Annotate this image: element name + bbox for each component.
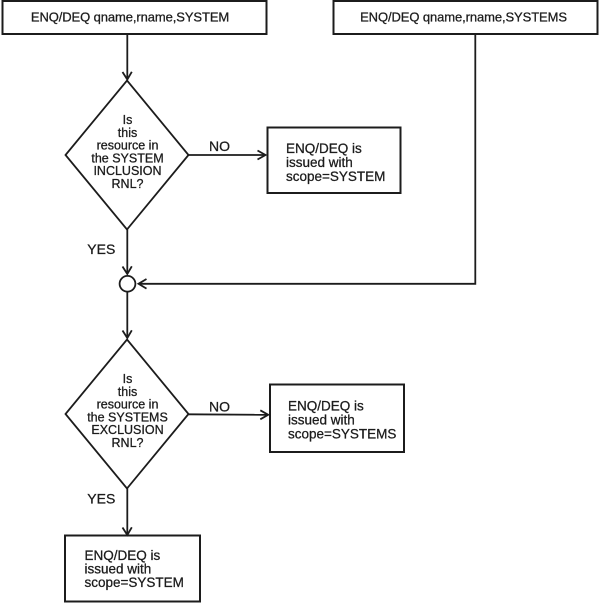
- svg-text:the SYSTEMS: the SYSTEMS: [87, 410, 168, 424]
- svg-text:resource in: resource in: [97, 398, 159, 412]
- svg-text:Is: Is: [123, 372, 133, 386]
- svg-text:RNL?: RNL?: [112, 177, 144, 191]
- svg-text:NO: NO: [209, 138, 230, 154]
- svg-text:EXCLUSION: EXCLUSION: [91, 423, 163, 437]
- svg-text:ENQ/DEQ is: ENQ/DEQ is: [85, 548, 161, 563]
- svg-text:resource in: resource in: [97, 139, 159, 153]
- svg-text:scope=SYSTEMS: scope=SYSTEMS: [288, 427, 396, 442]
- svg-text:this: this: [118, 385, 137, 399]
- svg-text:ENQ/DEQ qname,rname,SYSTEMS: ENQ/DEQ qname,rname,SYSTEMS: [360, 10, 567, 25]
- svg-text:issued with: issued with: [288, 413, 355, 428]
- svg-text:NO: NO: [209, 398, 230, 414]
- svg-text:the SYSTEM: the SYSTEM: [91, 151, 163, 165]
- svg-text:this: this: [118, 126, 137, 140]
- svg-text:ENQ/DEQ qname,rname,SYSTEM: ENQ/DEQ qname,rname,SYSTEM: [31, 10, 229, 25]
- svg-text:INCLUSION: INCLUSION: [93, 164, 161, 178]
- svg-text:scope=SYSTEM: scope=SYSTEM: [85, 575, 184, 590]
- svg-text:Is: Is: [123, 113, 133, 127]
- svg-text:ENQ/DEQ is: ENQ/DEQ is: [286, 141, 362, 156]
- svg-text:issued with: issued with: [286, 155, 353, 170]
- svg-text:YES: YES: [87, 241, 115, 257]
- svg-text:issued with: issued with: [85, 562, 152, 577]
- svg-text:YES: YES: [87, 490, 115, 506]
- svg-text:scope=SYSTEM: scope=SYSTEM: [286, 169, 385, 184]
- svg-text:RNL?: RNL?: [112, 436, 144, 450]
- svg-text:ENQ/DEQ is: ENQ/DEQ is: [288, 399, 364, 414]
